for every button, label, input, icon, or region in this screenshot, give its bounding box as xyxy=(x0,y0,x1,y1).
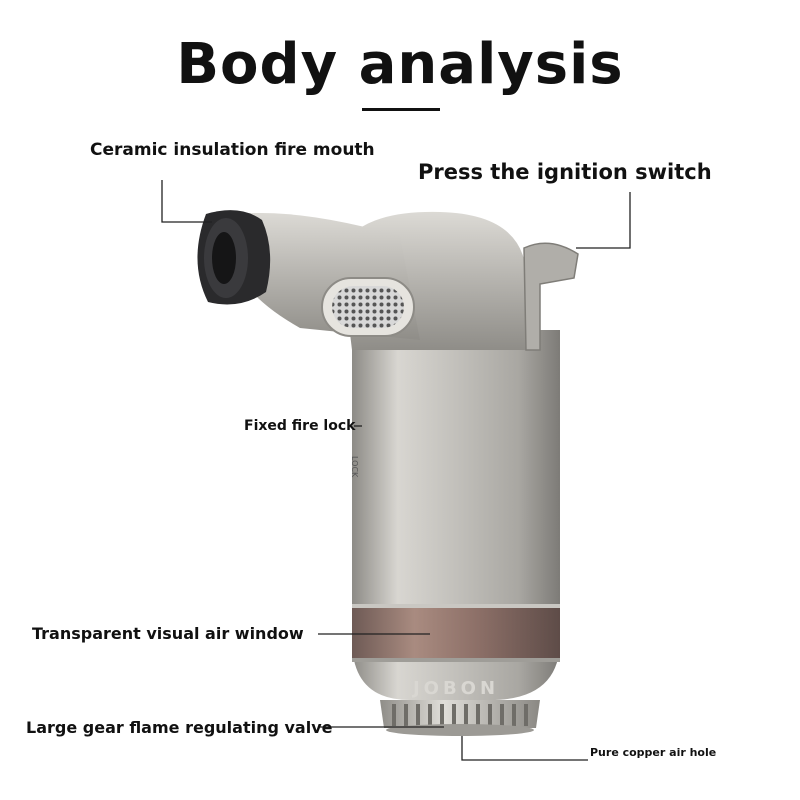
air-hole-base xyxy=(386,724,534,736)
page-title: Body analysis xyxy=(176,32,624,97)
lock-mark: LOCK xyxy=(350,456,359,478)
leader-ignition xyxy=(576,192,631,249)
label-fire-mouth: Ceramic insulation fire mouth xyxy=(90,140,375,160)
label-air-hole: Pure copper air hole xyxy=(590,746,717,759)
leader-air-hole xyxy=(461,736,588,761)
title-underline xyxy=(362,108,440,111)
leader-fire-mouth xyxy=(161,180,212,223)
brand-mark: JOBON xyxy=(411,678,499,699)
label-air-window: Transparent visual air window xyxy=(32,624,304,643)
label-ignition: Press the ignition switch xyxy=(418,160,712,184)
gear-teeth xyxy=(392,704,528,726)
air-window xyxy=(352,604,560,662)
leader-lines xyxy=(161,180,631,761)
label-regulating-valve: Large gear flame regulating valve xyxy=(26,718,333,737)
ignition-switch xyxy=(523,242,579,351)
label-fire-lock: Fixed fire lock xyxy=(244,418,356,434)
